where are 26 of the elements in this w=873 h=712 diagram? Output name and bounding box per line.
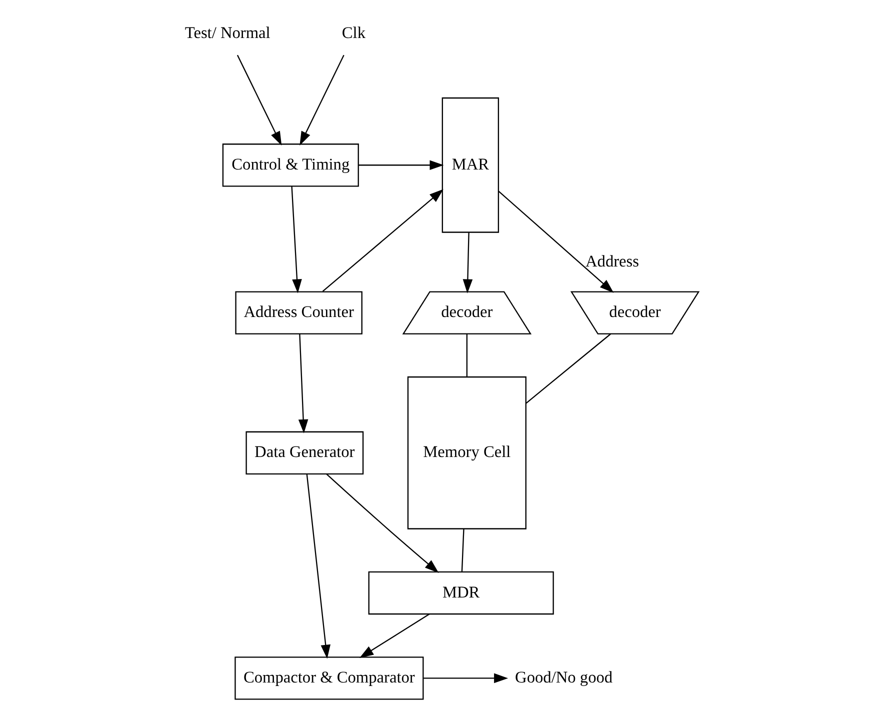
node-box: MAR [441,97,499,233]
node-box: Address Counter [234,291,362,334]
arrow [290,186,302,294]
arrow [236,54,282,146]
node-box: Data Generator [245,431,364,474]
arrow [326,474,438,573]
node-text: Test/ Normal [184,23,270,42]
arrow [358,160,444,170]
connector [460,528,464,572]
node-box: Control & Timing [222,144,358,187]
arrow [298,334,308,434]
node-box: Compactor & Comparator [234,656,424,700]
connector [525,334,610,404]
node-text: Good/No good [514,668,612,687]
node-box: MDR [368,571,554,615]
arrow [498,190,614,293]
arrow [423,673,508,684]
arrow [322,189,443,292]
arrow [306,474,330,659]
arrow [462,232,472,294]
connector [466,334,467,377]
node-box: Memory Cell [406,376,526,530]
edge-label: Address [585,251,639,270]
node-text: Clk [341,23,365,42]
arrow [358,614,430,658]
arrow [299,54,344,146]
